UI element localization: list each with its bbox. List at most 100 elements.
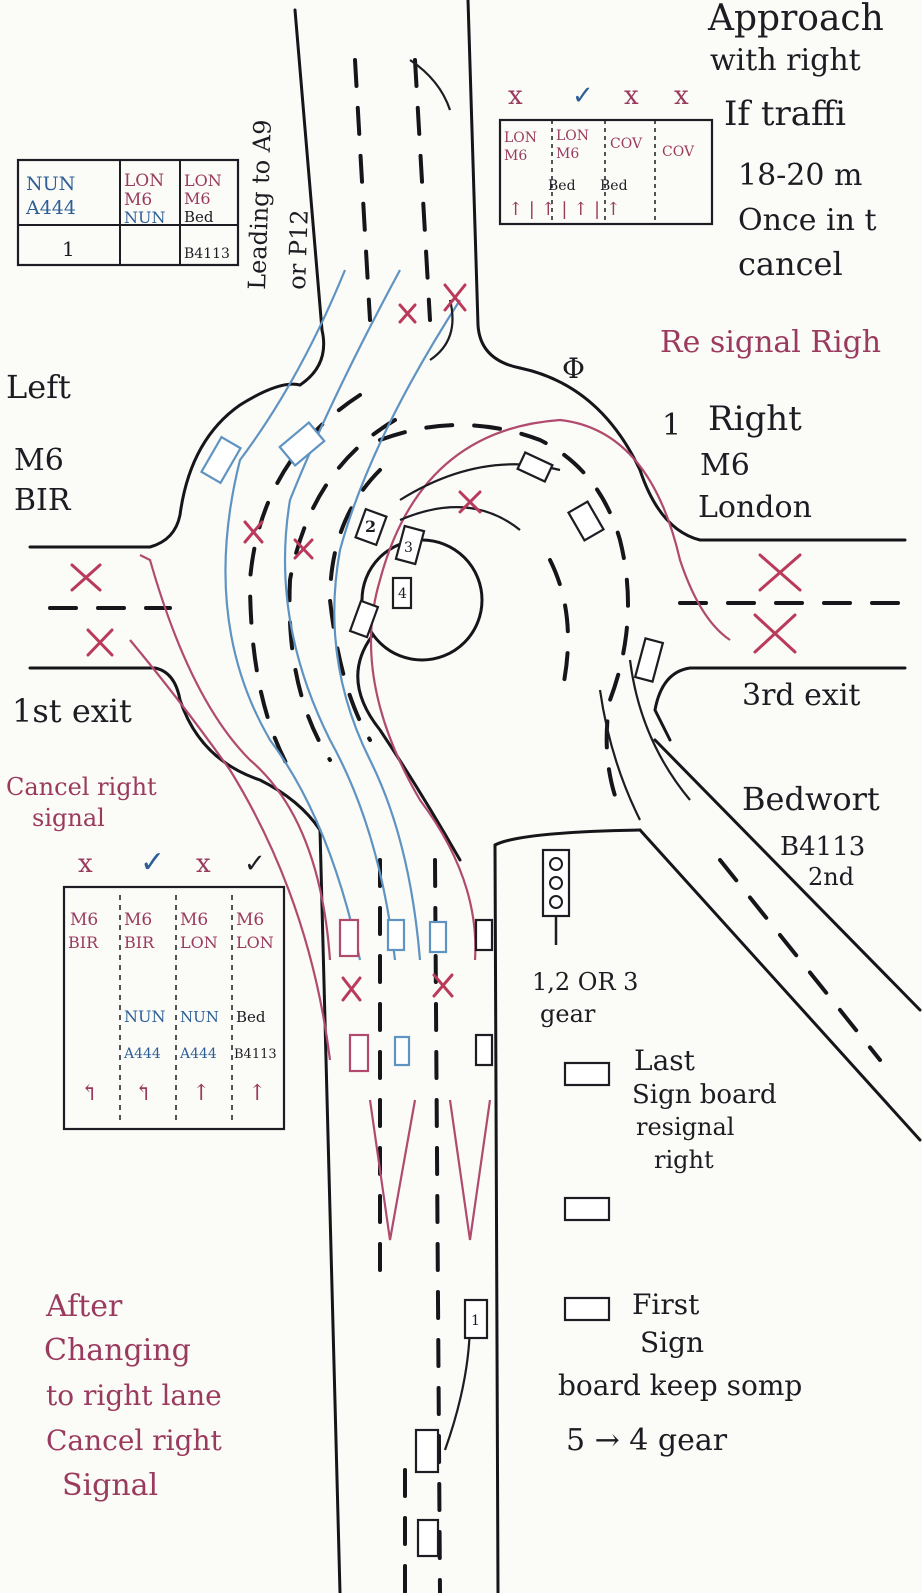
- car-blue: [201, 437, 240, 483]
- sign-tr-col3a: COV: [610, 136, 643, 152]
- car: [565, 1063, 609, 1085]
- sign-tr-arrows: ↑ | ↑ | ↑ | ↑: [508, 199, 621, 220]
- sign-tr-mark1: x: [508, 81, 523, 111]
- first-sign-label-3: board keep somp: [558, 1369, 802, 1402]
- right-exit-label-1: Right: [708, 399, 802, 439]
- car: [568, 502, 603, 541]
- sign-tr-col3b: Bed: [600, 178, 628, 194]
- sign-tl-bottom: 1: [62, 237, 75, 261]
- traffic-light-icon: [543, 850, 569, 945]
- car: [416, 1430, 438, 1472]
- car: [635, 638, 663, 681]
- sign-bl-r2c2: BIR: [124, 933, 155, 952]
- sign-tl-col2c: NUN: [124, 208, 165, 227]
- sign-tl-col1a: NUN: [26, 173, 75, 195]
- sign-tl-col1b: A444: [25, 197, 76, 219]
- car: [430, 922, 446, 952]
- sign-bl-r3c1: NUN: [124, 1007, 165, 1026]
- sign-bl-r3c3: Bed: [236, 1008, 266, 1026]
- header-line4: 18-20 m: [738, 158, 862, 193]
- sign-tr-mark2: ✓: [572, 81, 594, 111]
- sign-bl-mark3: x: [196, 849, 211, 879]
- bedworth-label-3: 2nd: [808, 863, 854, 891]
- sign-bl-r1c2: M6: [124, 910, 152, 930]
- car: [476, 1035, 492, 1065]
- sign-tl-col2b: M6: [124, 190, 152, 210]
- crosses: [72, 285, 800, 1000]
- after-label-1: After: [45, 1289, 123, 1324]
- after-label-5: Signal: [62, 1468, 158, 1503]
- gear-label-2: gear: [540, 1000, 596, 1028]
- sign-bl-r2c1: BIR: [68, 933, 99, 952]
- first-exit-label: 1st exit: [12, 692, 132, 730]
- last-sign-label-2: Sign board: [632, 1080, 777, 1110]
- sign-bl-r3c2: NUN: [180, 1008, 219, 1026]
- car: [350, 1035, 368, 1071]
- sign-bl-r1c4: M6: [236, 910, 264, 930]
- bedworth-label-2: B4113: [780, 832, 865, 862]
- bedworth-label-1: Bedwort: [742, 780, 880, 818]
- sign-bl-r2c3: LON: [180, 933, 218, 952]
- cancel-right-label-1: Cancel right: [6, 773, 157, 801]
- car: [418, 1520, 438, 1556]
- first-sign-label-4: 5 → 4 gear: [566, 1423, 728, 1458]
- leading-label-1: Leading to A9: [243, 119, 277, 290]
- gear-label-1: 1,2 OR 3: [532, 968, 638, 996]
- left-label-2: M6: [14, 443, 64, 478]
- first-sign-label-2: Sign: [640, 1326, 704, 1359]
- sign-tr-col2c: Bed: [548, 178, 576, 194]
- phi-marker: Φ: [562, 352, 585, 385]
- sign-bl-a3: ↑: [192, 1081, 210, 1106]
- leading-label-2: or P12: [283, 209, 314, 290]
- car: [565, 1198, 609, 1220]
- sign-tr-mark4: x: [674, 81, 689, 111]
- third-exit-label: 3rd exit: [742, 678, 861, 713]
- header-line3: If traffi: [724, 94, 846, 134]
- left-label-1: Left: [6, 368, 71, 406]
- resignal-label: Re signal Righ: [660, 325, 881, 360]
- car: [476, 920, 492, 950]
- cancel-right-label-2: signal: [32, 804, 105, 832]
- after-label-4: Cancel right: [46, 1424, 223, 1457]
- sign-bl-mark4: ✓: [244, 849, 266, 879]
- car: [388, 920, 404, 950]
- car: [395, 1037, 409, 1065]
- sign-tr-col1b: M6: [504, 148, 527, 164]
- car-1-label: 1: [471, 1313, 480, 1329]
- sign-tl-col3d: B4113: [184, 246, 230, 262]
- sign-tr-col4a: COV: [662, 144, 695, 160]
- circle-1-label: 1: [662, 408, 681, 443]
- header-notes: Approach with right If traffi 18-20 m On…: [707, 0, 884, 283]
- sign-tr-col1a: LON: [504, 130, 537, 146]
- sign-top-left: NUN A444 LON M6 NUN LON M6 Bed B4113 1: [18, 160, 238, 265]
- sign-bl-r4c1: A444: [123, 1046, 161, 1062]
- car-4-label: 4: [398, 586, 407, 602]
- sign-tl-col3c: Bed: [184, 208, 214, 226]
- car: [518, 453, 553, 482]
- sign-tl-col2a: LON: [124, 171, 164, 191]
- car-3-label: 3: [404, 540, 413, 556]
- header-line2: with right: [710, 43, 861, 78]
- sign-bl-a1: ↰: [80, 1081, 98, 1106]
- sign-bl-r2c4: LON: [236, 933, 274, 952]
- sign-bl-a2: ↰: [134, 1081, 152, 1106]
- header-line1: Approach: [707, 0, 884, 39]
- sign-bl-r4c3: B4113: [234, 1047, 277, 1062]
- header-line6: cancel: [738, 245, 843, 283]
- right-exit-label-2: M6: [700, 448, 750, 483]
- car-2-label: 2: [365, 517, 376, 536]
- car: [350, 601, 378, 637]
- sign-tr-col2b: M6: [556, 146, 579, 162]
- sign-bl-r1c3: M6: [180, 910, 208, 930]
- sign-bl-a4: ↑: [248, 1081, 266, 1106]
- last-sign-label-3: resignal: [636, 1113, 734, 1141]
- sign-tr-mark3: x: [624, 81, 639, 111]
- after-label-3: to right lane: [46, 1379, 222, 1412]
- last-sign-label-1: Last: [634, 1044, 696, 1077]
- first-sign-label-1: First: [632, 1288, 700, 1321]
- sign-top-right: x ✓ x x LON M6 LON M6 Bed COV Bed COV ↑ …: [500, 81, 712, 224]
- sign-tl-col3b: M6: [184, 189, 211, 208]
- car: [340, 920, 358, 956]
- sign-bl-mark1: x: [78, 849, 93, 879]
